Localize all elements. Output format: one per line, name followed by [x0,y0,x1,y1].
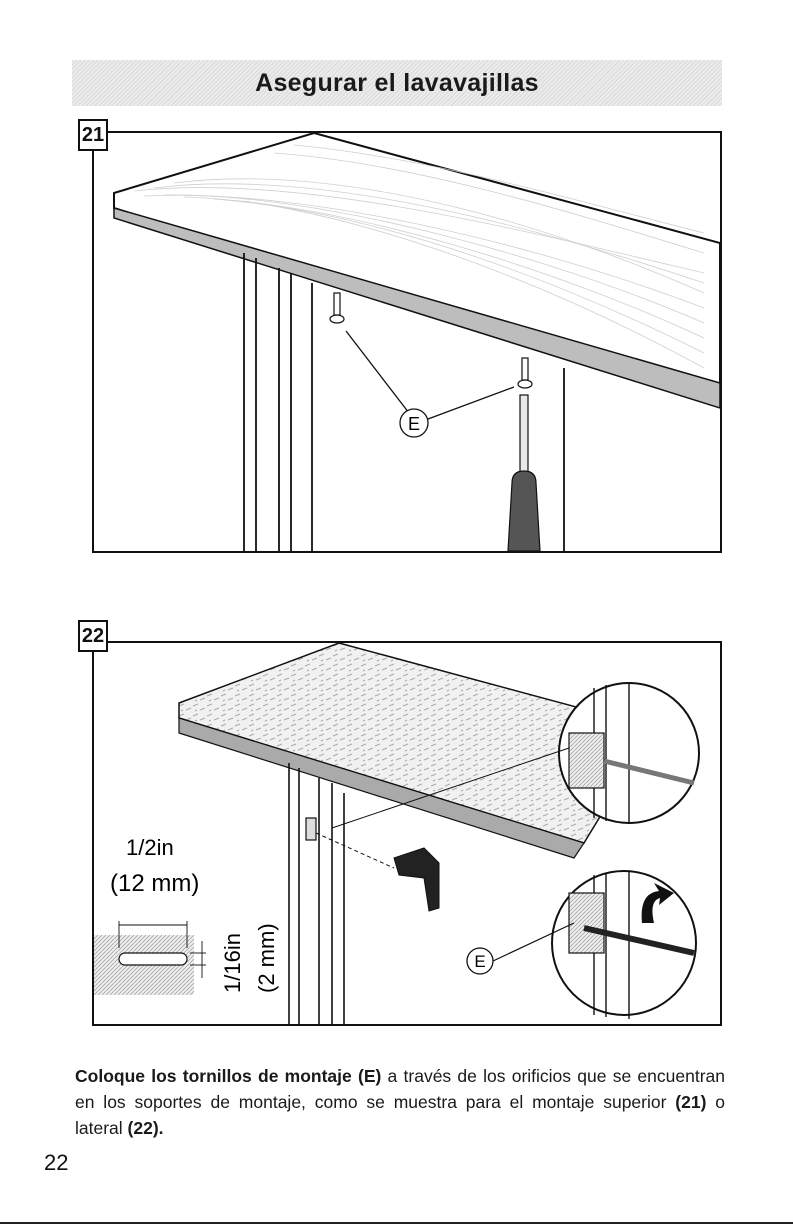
detail-bottom-bracket [569,893,604,953]
dimension-slot [119,953,187,965]
dimension-sixteenth-inch: 1/16in [220,933,245,993]
caption-bold-lead: Coloque los tornillos de montaje (E) [75,1066,381,1086]
figure-21-illustration: E [94,133,720,551]
mounting-screw-left [330,293,344,323]
instruction-caption: Coloque los tornillos de montaje (E) a t… [75,1063,725,1141]
screwdriver [508,395,540,551]
page-number: 22 [44,1150,68,1176]
screw-path [316,833,394,868]
section-title: Asegurar el lavavajillas [255,69,539,98]
detail-top-bracket [569,733,604,788]
caption-ref-21: (21) [675,1092,706,1112]
dimension-half-mm: (12 mm) [110,870,199,897]
caption-ref-22: (22). [128,1118,164,1138]
figure-22-illustration: E 1/2in (12 mm) 1/16in (2 mm) [94,643,720,1024]
power-drill [394,848,439,911]
page-bottom-rule [0,1222,793,1224]
figure-number-22: 22 [78,620,108,652]
callout-leader-right [428,387,514,419]
dimension-half-inch: 1/2in [126,835,174,860]
mounting-screw-right [518,358,532,388]
mounting-bracket [306,818,316,840]
figure-number-21: 21 [78,119,108,151]
section-title-band: Asegurar el lavavajillas [72,60,722,106]
dishwasher-frame [289,763,344,1024]
figure-21-top-mount: E [92,131,722,553]
callout-label-e: E [408,414,420,434]
dimension-sixteenth-mm: (2 mm) [254,923,279,993]
callout-label-e: E [474,952,485,971]
figure-22-side-mount: E 1/2in (12 mm) 1/16in (2 mm) [92,641,722,1026]
callout-leader-left [346,331,409,413]
